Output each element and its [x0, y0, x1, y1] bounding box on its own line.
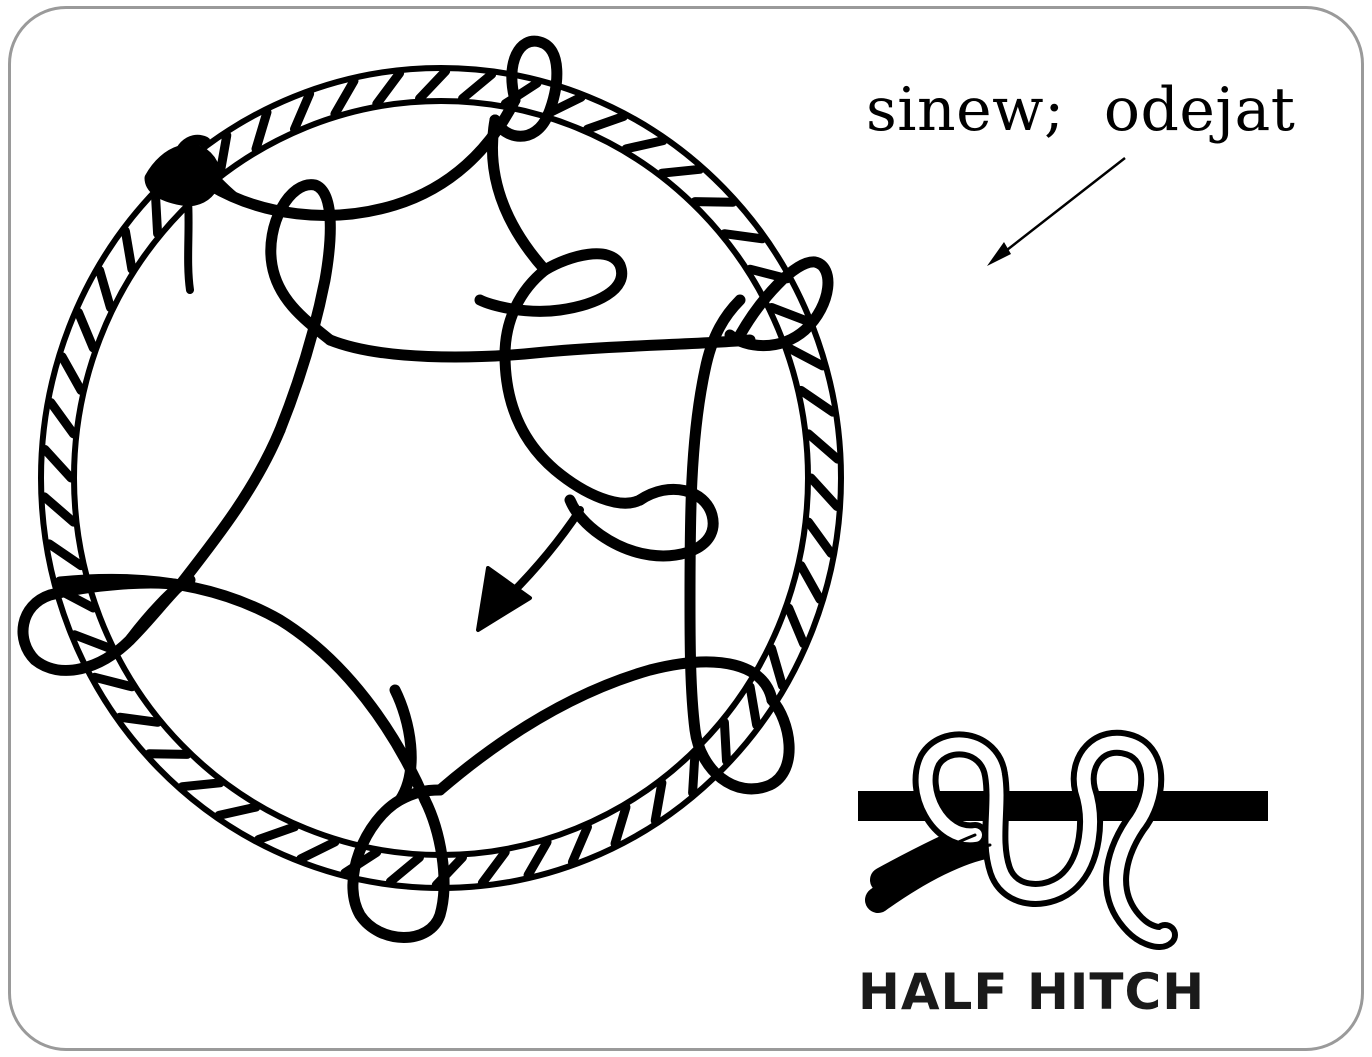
hoop-wrap-stripe — [220, 135, 227, 173]
hoop-wrap-stripe — [78, 312, 93, 348]
hoop-wrap-stripe — [62, 357, 81, 391]
hoop-wrap-stripe — [463, 74, 492, 98]
hoop-wrap-stripe — [693, 754, 695, 793]
hoop-wrap-stripe — [125, 231, 131, 269]
web-strand-top-right — [492, 120, 545, 270]
hoop-wrap-stripe — [377, 73, 400, 104]
annotation-pointer-arrow — [987, 158, 1125, 266]
hoop-wrap-stripe — [615, 807, 626, 844]
weave-direction-line — [510, 510, 580, 595]
hoop-wrap-stripe — [626, 141, 663, 149]
upper-left-loop — [271, 185, 330, 430]
hoop-wrap-stripe — [588, 117, 624, 130]
hoop-wrap-stripe — [811, 478, 837, 507]
hoop-wrap-stripe — [95, 677, 132, 687]
hoop-wrap-stripe — [789, 608, 804, 644]
hoop-wrap-stripe — [182, 783, 220, 787]
hoop-wrap-stripe — [44, 497, 73, 522]
hoop-wrap-stripe — [49, 544, 81, 566]
hoop-wrap-stripe — [662, 169, 700, 173]
hoop-wrap-stripe — [695, 202, 733, 203]
web-strand-left-down — [180, 430, 280, 585]
hoop-wrap-stripe — [724, 234, 762, 239]
hoop-wrap-stripe — [45, 450, 71, 479]
hoop-wrap-stripe — [528, 842, 547, 875]
half-hitch-illustration — [858, 743, 1268, 937]
hoop-wrap-stripe — [801, 566, 820, 600]
hoop-wrap-stripe — [219, 807, 256, 815]
inner-top-loop — [480, 254, 622, 312]
sinew-annotation-label: sinew; odejat — [866, 76, 1295, 144]
hoop-wrap-stripe — [789, 348, 823, 366]
hoop-wrap-stripe — [655, 783, 662, 821]
hoop-wrap-stripe — [809, 434, 838, 459]
hoop-wrap-stripe — [801, 390, 833, 412]
web-strand-upper-arc — [330, 340, 750, 357]
hoop-wrap-stripe — [120, 717, 158, 722]
hoop-wrap-stripe — [724, 722, 726, 761]
hoop-wrap-stripe — [51, 403, 74, 434]
hoop-wrap-stripe — [335, 81, 354, 114]
hoop-wrap-stripe — [301, 842, 335, 859]
hoop-wrap-stripe — [259, 827, 295, 840]
half-hitch-caption: HALF HITCH — [858, 962, 1205, 1022]
hoop-wrap-stripe — [156, 195, 158, 234]
hoop-wrap-stripe — [100, 270, 111, 307]
hoop-wrap-stripe — [390, 857, 419, 881]
hoop-wrap-stripe — [772, 649, 783, 686]
web-strand-left-to-bottom — [60, 579, 425, 800]
hoop-wrap-stripe — [482, 852, 505, 883]
hoop-wrap-stripe — [750, 687, 757, 725]
hoop-wrap-stripe — [420, 71, 446, 99]
hoop-wrap-stripe — [809, 522, 832, 553]
hoop-wrap-stripe — [149, 754, 187, 755]
hoop-wrap-stripe — [256, 112, 267, 149]
